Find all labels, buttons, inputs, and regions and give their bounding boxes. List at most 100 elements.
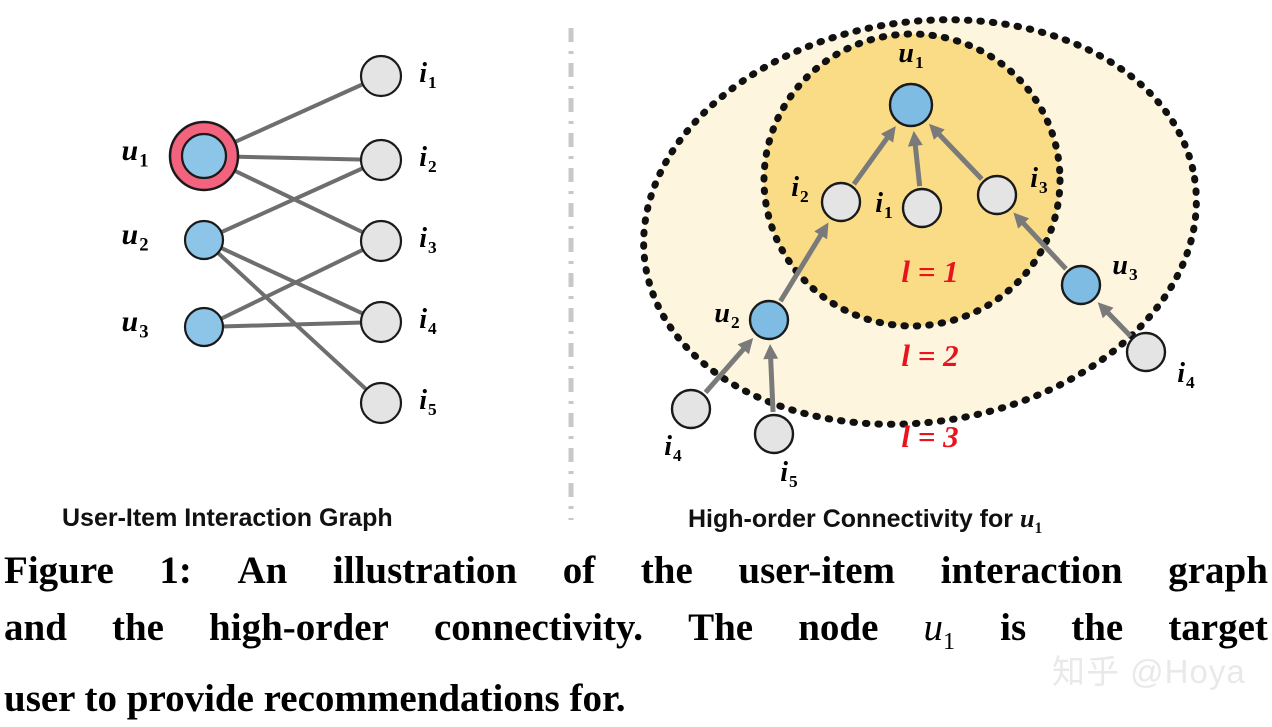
edge-u2-i2	[202, 158, 383, 242]
arrow-i2-to-u1	[851, 126, 896, 186]
hop-region-1-ellipse	[760, 30, 1064, 330]
caption-word: the	[1071, 606, 1124, 649]
caption-word: An	[237, 549, 288, 592]
caption-word: interaction	[940, 549, 1123, 592]
left-item-node-i3[interactable]	[359, 219, 403, 263]
node-circle-i4	[359, 300, 403, 344]
right-node-i5[interactable]	[753, 413, 795, 455]
right-node-u2[interactable]	[748, 299, 790, 341]
left-item-label-i2: i2	[419, 142, 436, 176]
right-node-u1[interactable]	[888, 82, 934, 128]
left-item-node-i4[interactable]	[359, 300, 403, 344]
arrow-head	[1097, 302, 1114, 319]
caption-word: the	[640, 549, 693, 592]
edge-u2-i4	[202, 238, 383, 324]
left-item-label-i3-text: i3	[419, 223, 437, 257]
caption-word: node	[798, 606, 879, 649]
right-arrows-group	[703, 123, 1133, 413]
caption-word: The	[688, 606, 754, 649]
arrow-i4b-to-u3	[1097, 302, 1133, 338]
left-edges-group	[202, 74, 383, 405]
caption-word: of	[562, 549, 596, 592]
left-item-label-i4: i4	[419, 304, 437, 338]
node-circle-i5	[753, 413, 795, 455]
arrow-i5-to-u2	[763, 343, 779, 413]
caption-word: Figure	[4, 549, 114, 592]
caption-word: illustration	[332, 549, 518, 592]
arrow-i3-to-u1	[928, 123, 984, 181]
node-circle-i3	[359, 219, 403, 263]
right-node-i4a[interactable]	[670, 388, 712, 430]
left-item-label-i5: i5	[419, 385, 437, 419]
arrow-shaft	[1102, 307, 1133, 338]
caption-word: and	[4, 606, 67, 649]
caption-word: connectivity.	[433, 606, 644, 649]
left-user-label-u2-text: u2	[122, 218, 149, 256]
hop-level-label-1: l = 1	[901, 254, 958, 289]
node-circle-i1	[359, 54, 403, 98]
left-item-label-i1-sub: 1	[428, 73, 437, 92]
right-node-i1[interactable]	[901, 187, 943, 229]
left-user-label-u2-sub: 2	[139, 235, 148, 256]
caption-word: u1	[923, 606, 956, 655]
caption-word: is	[1000, 606, 1027, 649]
left-user-node-u2[interactable]	[183, 219, 225, 261]
arrow-shaft	[703, 343, 749, 395]
arrow-i4a-to-u2	[703, 338, 754, 395]
node-circle-i2	[820, 181, 862, 223]
left-item-node-i5[interactable]	[359, 381, 403, 425]
arrow-shaft	[778, 229, 826, 303]
right-node-label-i4a-text: i4	[664, 431, 682, 465]
left-item-node-i2[interactable]	[359, 138, 403, 182]
caption-word: graph	[1168, 549, 1268, 592]
right-panel-caption-var: u1	[1019, 504, 1043, 538]
arrow-u3-to-i3	[1013, 212, 1068, 271]
node-circle-u2	[748, 299, 790, 341]
left-user-label-u1-sub: 1	[139, 151, 148, 172]
arrow-head	[763, 343, 779, 360]
arrow-head	[880, 126, 896, 143]
arrow-head	[928, 123, 945, 140]
arrow-head	[814, 222, 829, 240]
left-item-label-i1-text: i1	[419, 58, 436, 92]
node-circle-u1	[888, 82, 934, 128]
arrow-i1-to-u1	[907, 130, 923, 187]
node-circle-i2	[359, 138, 403, 182]
node-circle-i1	[901, 187, 943, 229]
left-panel-graph: u1 u2 u3 i1 i2 i3 i4 i5	[122, 54, 437, 425]
left-item-node-i1[interactable]	[359, 54, 403, 98]
right-node-label-i4b-text: i4	[1177, 358, 1195, 392]
left-user-label-u1: u1	[122, 134, 149, 172]
left-user-label-u3: u3	[122, 305, 149, 343]
caption-word: target	[1168, 606, 1268, 649]
left-user-node-u3[interactable]	[183, 306, 225, 348]
node-circle-i4b	[1125, 331, 1167, 373]
right-node-i3[interactable]	[976, 174, 1018, 216]
right-node-label-i3-sub: 3	[1039, 178, 1048, 197]
arrow-shaft	[767, 353, 776, 413]
node-circle-i5	[359, 381, 403, 425]
left-user-node-u1[interactable]	[168, 120, 240, 192]
caption-line-3: user to provide recommendations for.	[4, 676, 626, 720]
caption-word: the	[111, 606, 164, 649]
arrow-shaft	[1017, 217, 1068, 271]
left-item-label-i5-sub: 5	[428, 400, 437, 419]
node-circle-u2	[183, 219, 225, 261]
arrow-head	[907, 130, 923, 147]
left-item-label-i1: i1	[419, 58, 436, 92]
right-panel-caption: High-order Connectivity for u1	[688, 504, 1042, 538]
right-node-label-i5: i5	[780, 457, 798, 491]
node-circle-u1	[180, 132, 228, 180]
right-node-label-i2-sub: 2	[800, 187, 809, 206]
left-user-label-u2: u2	[122, 218, 149, 256]
right-node-i4b[interactable]	[1125, 331, 1167, 373]
right-node-i2[interactable]	[820, 181, 862, 223]
right-node-label-u1-text: u1	[898, 38, 923, 72]
left-item-label-i2-text: i2	[419, 142, 436, 176]
arrow-head	[1013, 212, 1030, 229]
right-node-u3[interactable]	[1060, 264, 1102, 306]
